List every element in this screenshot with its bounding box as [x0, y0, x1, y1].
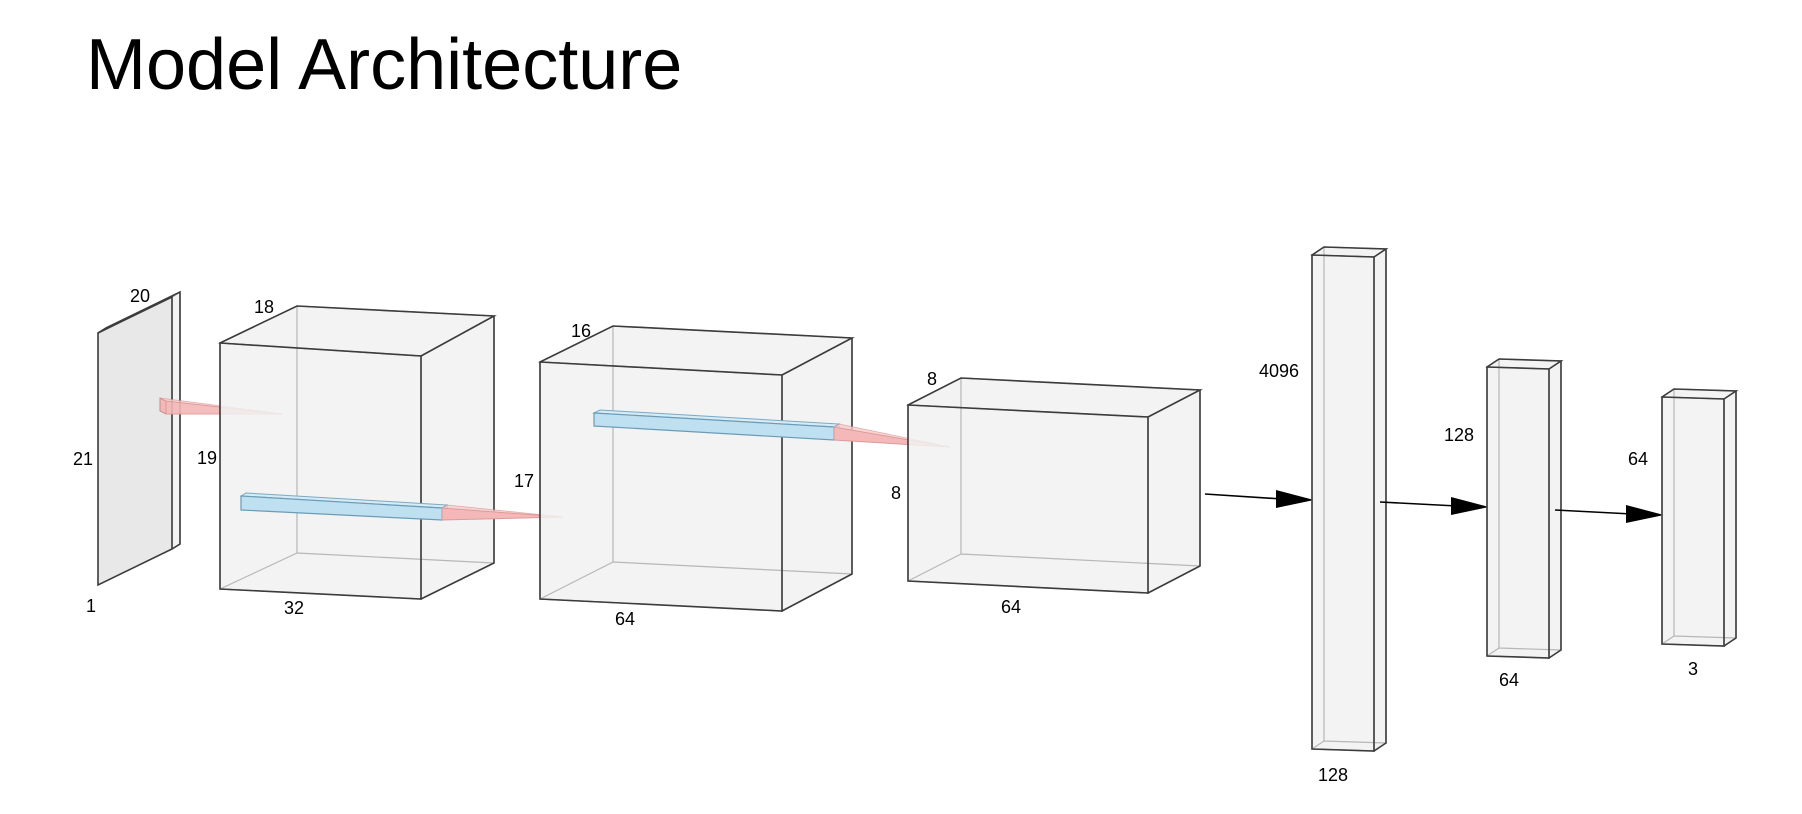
input-height-label: 21 [73, 449, 93, 469]
dense2-width-label: 64 [1499, 670, 1519, 690]
conv2-conv3-kernel [592, 409, 951, 448]
dense1-box [1310, 246, 1389, 753]
dense3-box [1660, 388, 1739, 648]
conv2-box [537, 325, 855, 612]
conv3-box [905, 377, 1203, 594]
dense2-box [1485, 358, 1564, 660]
conv1-height-label: 19 [197, 448, 217, 468]
input-layer [97, 290, 181, 587]
input-depth-label: 20 [130, 286, 150, 306]
conv1-conv2-kernel [239, 492, 564, 521]
conv1-box [217, 305, 497, 600]
dense3-height-label: 64 [1628, 449, 1648, 469]
conv2-depth-label: 16 [571, 321, 591, 341]
arrow-conv3-dense1 [1204, 490, 1314, 508]
conv1-width-label: 32 [284, 598, 304, 618]
conv1-depth-label: 18 [254, 297, 274, 317]
arrow-dense2-dense3 [1554, 505, 1664, 523]
dense2-height-label: 128 [1444, 425, 1474, 445]
conv2-width-label: 64 [615, 609, 635, 629]
conv3-width-label: 64 [1001, 597, 1021, 617]
dense3-width-label: 3 [1688, 659, 1698, 679]
conv2-height-label: 17 [514, 471, 534, 491]
page-title: Model Architecture [86, 25, 683, 105]
dense1-width-label: 128 [1318, 765, 1348, 785]
conv3-height-label: 8 [891, 483, 901, 503]
dense1-height-label: 4096 [1259, 361, 1299, 381]
arrow-dense1-dense2 [1379, 497, 1489, 515]
conv3-depth-label: 8 [927, 369, 937, 389]
input-width-label: 1 [86, 596, 96, 616]
